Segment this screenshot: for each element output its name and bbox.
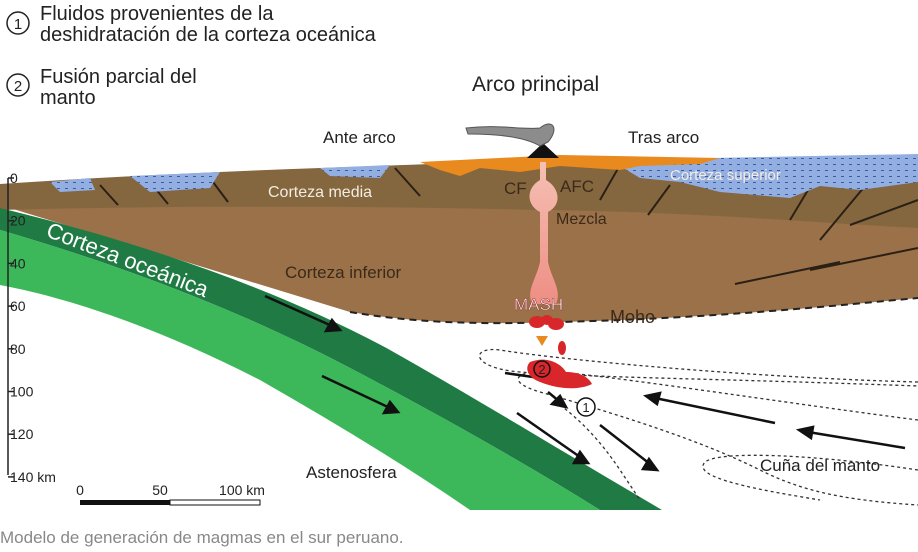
label-afc: AFC	[560, 177, 594, 196]
label-cf: CF	[504, 179, 527, 198]
moho-line	[349, 297, 918, 325]
lower-crust	[0, 180, 918, 324]
eruption-plume	[465, 123, 555, 147]
legend-2-line2: manto	[40, 87, 96, 109]
label-astenosfera: Astenosfera	[306, 463, 397, 482]
label-corteza-inferior: Corteza inferior	[285, 263, 402, 282]
scale-bar-white	[169, 499, 261, 506]
legend-1-circle	[6, 11, 30, 35]
depth-tick-label: 140 km	[10, 469, 56, 485]
oceanic-crust-light	[0, 230, 600, 510]
label-cuna-manto: Cuña del manto	[760, 456, 880, 475]
label-mash: MASH	[514, 295, 563, 314]
label-tras-arco: Tras arco	[628, 128, 699, 147]
legend-2-line1: Fusión parcial del	[40, 66, 197, 88]
flow-arrows	[264, 294, 906, 472]
legend-1-line1: Fluidos provenientes de la	[40, 3, 274, 25]
marker-1-circle	[576, 397, 596, 417]
label-mezcla: Mezcla	[556, 211, 607, 228]
mantle-flow-lines	[478, 348, 918, 506]
depth-tick-label: 80	[10, 341, 26, 357]
legend-2-circle	[6, 73, 30, 97]
scale-label-0: 0	[76, 482, 84, 498]
mash-magma	[527, 315, 592, 389]
scale-bar-black	[80, 500, 170, 505]
oceanic-crust-dark	[0, 208, 662, 510]
label-corteza-superior: Corteza superior	[670, 167, 781, 184]
label-ante-arco: Ante arco	[323, 128, 396, 147]
depth-tick-label: 20	[10, 213, 26, 229]
legend-2-number: 2	[14, 78, 22, 95]
upper-crust-sediments	[50, 154, 918, 198]
depth-tick-label: 40	[10, 255, 26, 271]
label-moho: Moho	[610, 307, 655, 327]
volcanic-layer	[420, 155, 720, 176]
figure-caption: Modelo de generación de magmas en el sur…	[0, 528, 404, 547]
scale-label-100: 100 km	[219, 482, 265, 498]
depth-tick-label: 100	[10, 384, 34, 400]
marker-1: 1	[582, 400, 589, 415]
label-arco-principal: Arco principal	[472, 73, 599, 96]
depth-tick-label: 0	[10, 170, 18, 186]
depth-tick-label: 60	[10, 298, 26, 314]
volcano	[527, 143, 559, 158]
magma-conduit	[529, 162, 558, 304]
marker-2-circle	[533, 360, 551, 378]
marker-2: 2	[538, 362, 545, 377]
depth-tick-label: 120	[10, 426, 34, 442]
label-corteza-media: Corteza media	[268, 184, 372, 201]
legend-1-number: 1	[14, 16, 22, 33]
scale-label-50: 50	[152, 482, 168, 498]
crust-faults	[99, 164, 918, 285]
legend-1-line2: deshidratación de la corteza oceánica	[40, 24, 377, 46]
depth-axis-ticks: 0 20 40 60 80 100 120 140 km	[8, 170, 56, 485]
